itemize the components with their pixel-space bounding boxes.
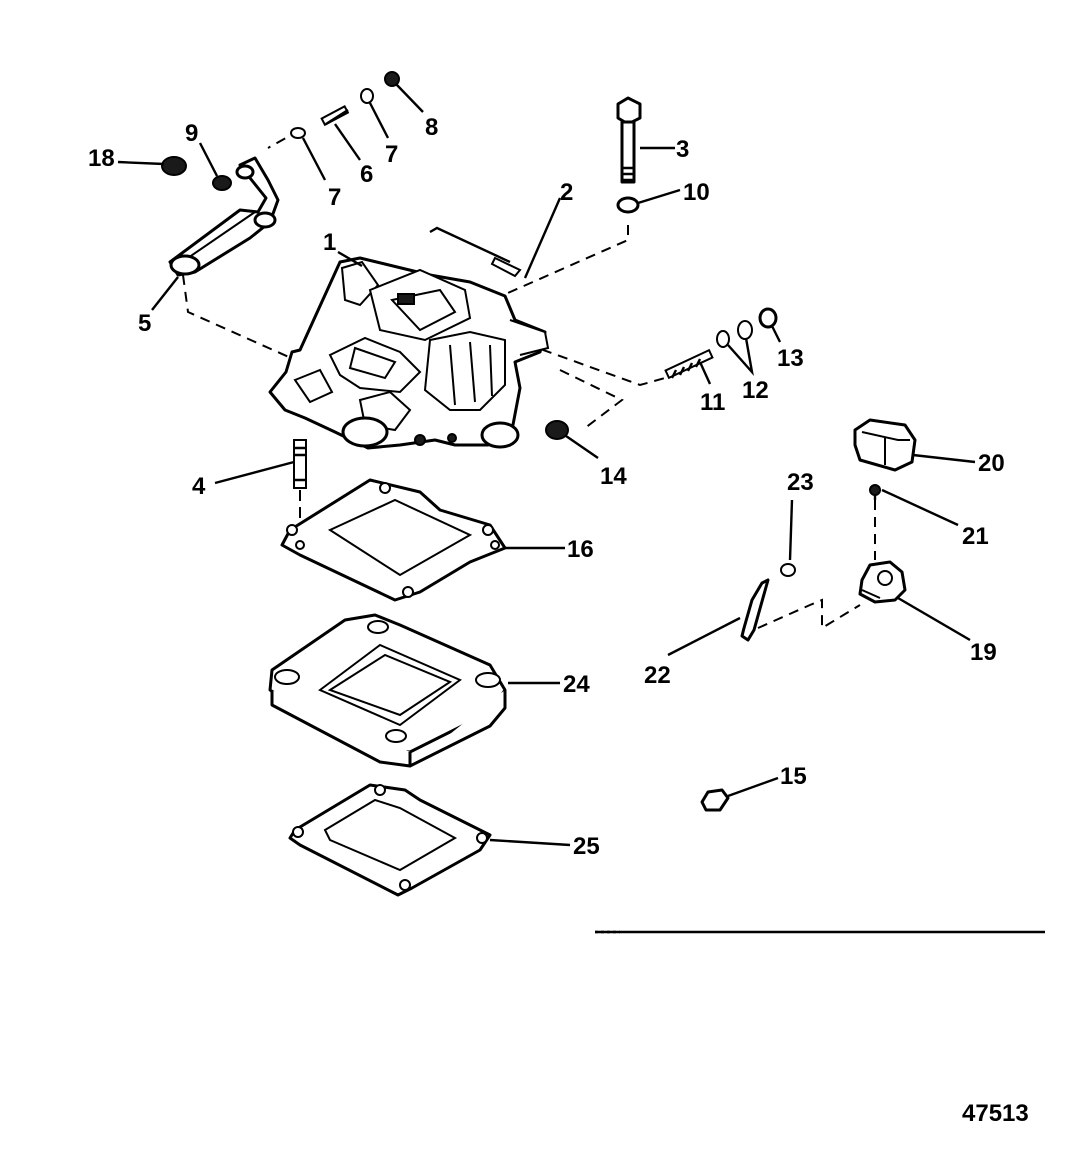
callout-label-14: 14: [600, 463, 627, 490]
gasket-16: [280, 478, 507, 602]
callout-1: 1: [323, 229, 363, 268]
cap-20: [853, 418, 917, 472]
callout-label-10: 10: [683, 179, 710, 206]
callout-label-5: 5: [138, 310, 151, 337]
washer-7a: [290, 127, 306, 139]
callout-3: 3: [640, 136, 689, 163]
callout-21: 21: [881, 488, 989, 550]
gasket-25: [288, 783, 492, 897]
bracket-19: [858, 560, 907, 604]
washer-10: [616, 196, 640, 214]
nut-13: [758, 307, 778, 329]
callout-8: 8: [395, 83, 438, 141]
callout-label-13: 13: [777, 345, 804, 372]
callout-label-18: 18: [88, 145, 115, 172]
callout-7b: 7: [368, 102, 398, 168]
washer-12a: [716, 330, 730, 348]
callout-label-3: 3: [676, 136, 689, 163]
screw-21: [869, 484, 881, 500]
callout-label-7a: 7: [328, 184, 341, 211]
callout-13: 13: [770, 325, 804, 372]
callout-label-2: 2: [560, 179, 573, 206]
callout-22: 22: [644, 616, 741, 689]
callout-label-11: 11: [700, 389, 725, 416]
callout-9: 9: [185, 120, 219, 177]
stud-4: [293, 439, 307, 489]
washer-12b: [737, 320, 753, 340]
callout-label-16: 16: [567, 536, 594, 563]
nut-9: [212, 175, 232, 191]
rod-2: [429, 226, 522, 278]
callout-label-9: 9: [185, 120, 198, 147]
callout-4: 4: [192, 460, 295, 500]
callout-label-20: 20: [978, 450, 1005, 477]
callout-11: 11: [698, 361, 725, 416]
callout-label-25: 25: [573, 833, 600, 860]
callout-6: 6: [334, 123, 373, 188]
callout-5: 5: [138, 276, 179, 337]
callout-14: 14: [565, 435, 627, 490]
callout-10: 10: [637, 179, 710, 206]
callout-20: 20: [912, 450, 1005, 477]
callout-label-4: 4: [192, 473, 206, 500]
callout-label-21: 21: [962, 523, 989, 550]
callout-label-6: 6: [360, 161, 373, 188]
callout-label-24: 24: [563, 671, 590, 698]
figure-number: 47513: [962, 1100, 1029, 1127]
spacer-24: [268, 613, 507, 768]
callout-18: 18: [88, 145, 165, 172]
callout-19: 19: [897, 596, 997, 666]
nut-23: [780, 563, 796, 577]
plug-15: [700, 788, 730, 812]
callout-24: 24: [508, 671, 590, 698]
callout-label-19: 19: [970, 639, 997, 666]
callout-label-1: 1: [323, 229, 336, 256]
bolt-3: [616, 96, 642, 184]
callout-label-22: 22: [644, 662, 671, 689]
screw-6: [320, 105, 350, 127]
callout-16: 16: [505, 536, 594, 563]
callout-2: 2: [523, 179, 573, 279]
throttle-lever: [168, 156, 280, 277]
callout-label-12: 12: [742, 377, 769, 404]
callout-12: 12: [727, 337, 769, 404]
bushing-18: [161, 156, 187, 176]
nut-14: [545, 420, 569, 440]
callout-label-7b: 7: [385, 141, 398, 168]
clip-22: [740, 578, 770, 642]
callout-label-23: 23: [787, 469, 814, 496]
washer-7b: [360, 88, 374, 104]
callout-15: 15: [727, 763, 807, 798]
callout-23: 23: [787, 469, 814, 561]
stud-11: [664, 348, 714, 380]
callout-7a: 7: [301, 137, 341, 211]
callout-label-15: 15: [780, 763, 807, 790]
nut-8: [384, 71, 400, 87]
callout-25: 25: [489, 833, 600, 860]
callout-label-8: 8: [425, 114, 438, 141]
carburetor-body: [268, 256, 550, 450]
